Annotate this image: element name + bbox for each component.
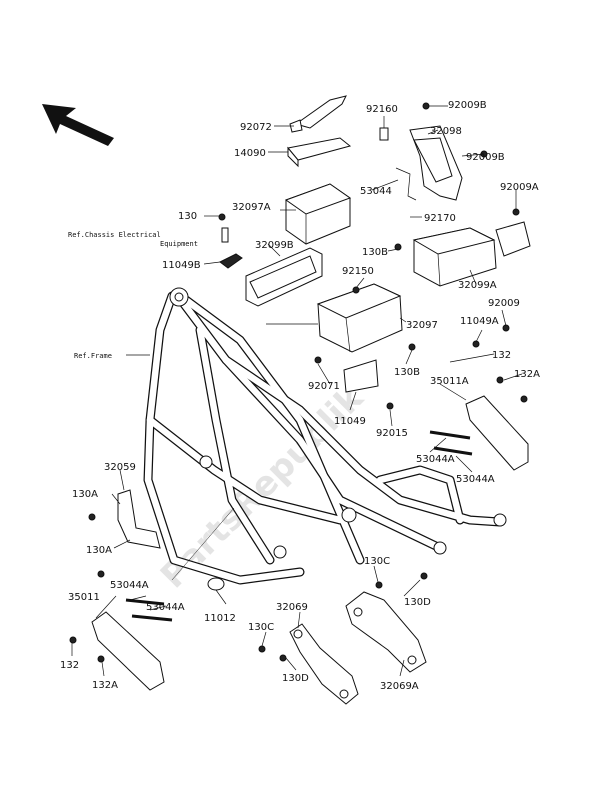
part-label: 92170 <box>424 213 456 224</box>
bracket-32059 <box>117 489 161 549</box>
ref-frame: Ref.Frame <box>74 352 112 360</box>
part-label: 32059 <box>104 462 136 473</box>
part-label: 32069 <box>276 602 308 613</box>
guard-35011A <box>465 395 529 471</box>
battery-cover-bracket <box>409 125 463 201</box>
part-label: 35011A <box>430 376 469 387</box>
leader-lines <box>71 105 523 677</box>
clip-53044 <box>395 167 417 201</box>
part-label: 132A <box>92 680 118 691</box>
part-label: 11049B <box>162 260 201 271</box>
cover-32099A <box>412 221 531 287</box>
part-label: 32069A <box>380 681 419 692</box>
ref-chassis-electrical-line2: Equipment <box>160 240 198 248</box>
part-label: 32097 <box>406 320 438 331</box>
part-label: 92150 <box>342 266 374 277</box>
part-label: 130A <box>72 489 98 500</box>
part-label: 11049 <box>334 416 366 427</box>
part-label: 132 <box>60 660 79 671</box>
part-label: 130C <box>248 622 274 633</box>
clamp-11049A <box>221 227 229 243</box>
part-label: 130A <box>86 545 112 556</box>
part-label: 92071 <box>308 381 340 392</box>
part-label: 32097A <box>232 202 271 213</box>
footrest-bracket-32069 <box>289 623 359 705</box>
part-label: 53044A <box>416 454 455 465</box>
part-label: 53044 <box>360 186 392 197</box>
part-label: 11049A <box>460 316 499 327</box>
battery-pad <box>287 137 352 168</box>
part-label: 92072 <box>240 122 272 133</box>
guard-35011 <box>91 611 165 691</box>
footrest-bracket-32069A <box>345 591 427 673</box>
part-label: 32098 <box>430 126 462 137</box>
part-label: 53044A <box>110 580 149 591</box>
part-label: 130B <box>394 367 420 378</box>
part-label: 132 <box>492 350 511 361</box>
part-label: 14090 <box>234 148 266 159</box>
part-label: 35011 <box>68 592 100 603</box>
part-label: 92009A <box>500 182 539 193</box>
part-label: 32099B <box>255 240 294 251</box>
part-label: 132A <box>514 369 540 380</box>
direction-arrow-icon <box>42 104 114 146</box>
part-label: 130C <box>364 556 390 567</box>
battery-case <box>284 183 352 245</box>
part-label: 130D <box>404 597 431 608</box>
part-label: 53044A <box>146 602 185 613</box>
grommet-92160 <box>379 127 389 141</box>
frame <box>143 287 507 585</box>
part-label: 92009B <box>448 100 487 111</box>
part-label: 92015 <box>376 428 408 439</box>
part-label: 130 <box>178 211 197 222</box>
part-label: 92009B <box>466 152 505 163</box>
part-label: 11012 <box>204 613 236 624</box>
part-label: 32099A <box>458 280 497 291</box>
part-label: 92160 <box>366 104 398 115</box>
plug-11012 <box>207 577 225 591</box>
battery-box-32097 <box>316 283 403 393</box>
part-label: 130B <box>362 247 388 258</box>
battery-strap <box>289 95 347 133</box>
part-label: 130D <box>282 673 309 684</box>
part-label: 53044A <box>456 474 495 485</box>
ref-chassis-electrical-line1: Ref.Chassis Electrical <box>68 231 161 239</box>
clamp-11049B <box>219 253 243 269</box>
tray-32099B <box>245 247 323 307</box>
strip-53044A-right <box>429 430 473 456</box>
strip-53044A-left <box>125 598 173 622</box>
part-label: 92009 <box>488 298 520 309</box>
